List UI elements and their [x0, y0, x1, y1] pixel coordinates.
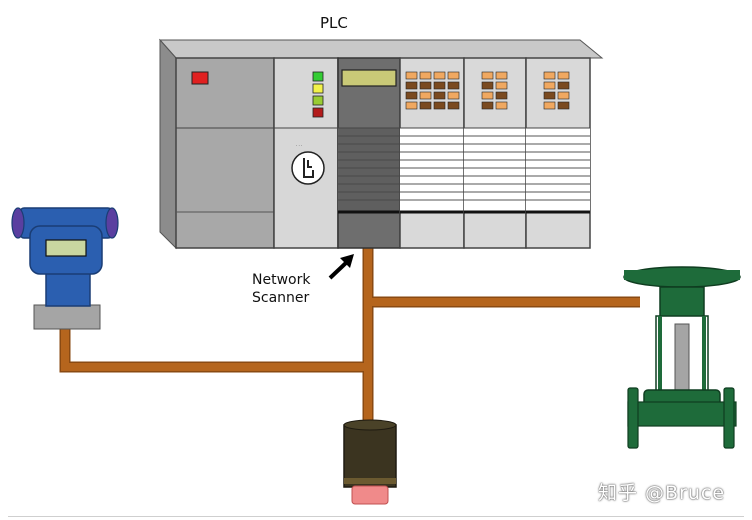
status-led-red	[312, 107, 324, 118]
plc-rack: · · ·	[158, 38, 604, 250]
cpu-module: · · ·	[273, 57, 339, 249]
io-module-2	[463, 57, 527, 249]
status-led-yellow	[312, 83, 324, 94]
io-module-3	[525, 57, 591, 249]
power-alarm-indicator	[191, 71, 209, 85]
proximity-sensor	[343, 419, 397, 505]
scanner-pointer-arrow	[328, 254, 354, 280]
control-valve	[623, 266, 741, 449]
network-scanner-module	[337, 57, 401, 249]
network-scanner-label-line1: Network	[252, 272, 311, 288]
io-indicators-2	[481, 71, 508, 110]
watermark: 知乎 @Bruce	[598, 482, 726, 504]
sensor-lens	[351, 485, 389, 505]
io-indicators-1	[405, 71, 460, 110]
transmitter-display	[45, 239, 87, 257]
scanner-display	[341, 69, 397, 87]
plc-label: PLC	[320, 14, 348, 32]
io-indicators-3	[543, 71, 570, 110]
key-switch-icon: · · ·	[291, 143, 325, 185]
network-cables	[59, 246, 640, 425]
io-module-1	[399, 57, 465, 249]
network-scanner-label-line2: Scanner	[252, 290, 310, 306]
status-led-lime	[312, 95, 324, 106]
power-supply-module	[175, 57, 275, 249]
bottom-divider	[8, 516, 744, 517]
svg-text:· · ·: · · ·	[296, 143, 302, 148]
pressure-transmitter	[11, 207, 119, 330]
status-led-green	[312, 71, 324, 82]
